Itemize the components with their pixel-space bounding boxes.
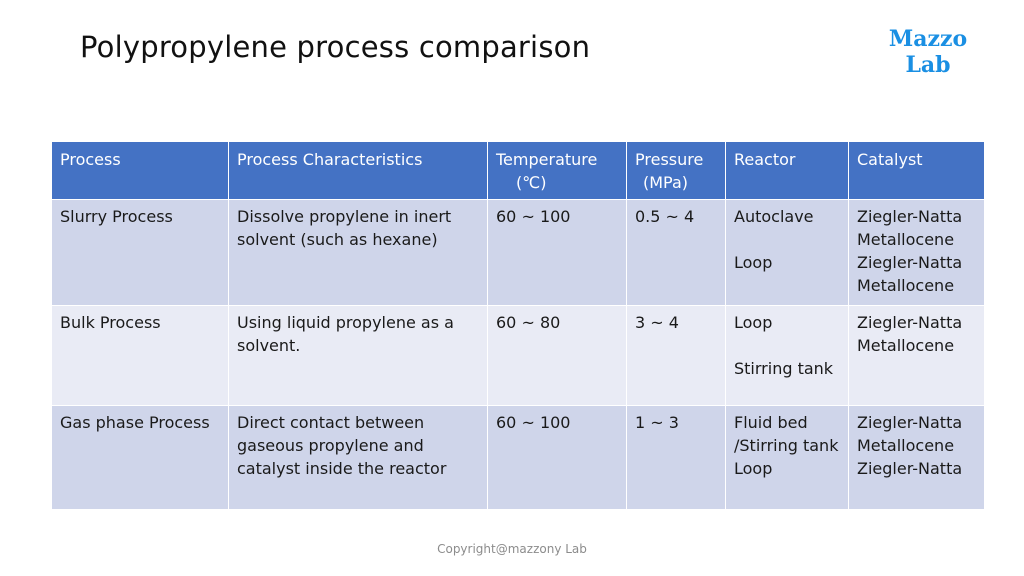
header-temperature-label: Temperature <box>496 150 598 169</box>
mazzo-lab-logo: Mazzo Lab <box>868 26 988 78</box>
cell-catalyst: Ziegler-Natta Metallocene Ziegler-Natta <box>848 405 985 510</box>
header-reactor: Reactor <box>725 141 849 200</box>
header-catalyst: Catalyst <box>848 141 985 200</box>
catalyst-line: Metallocene <box>857 230 955 249</box>
reactor-line: Autoclave <box>734 207 814 226</box>
reactor-line: Loop <box>734 459 773 478</box>
logo-line-1: Mazzo <box>888 26 968 52</box>
cell-temperature: 60 ~ 100 <box>487 199 627 306</box>
cell-pressure: 0.5 ~ 4 <box>626 199 726 306</box>
table-row: Gas phase Process Direct contact between… <box>51 405 985 510</box>
reactor-line: Loop <box>734 253 773 272</box>
cell-temperature: 60 ~ 100 <box>487 405 627 510</box>
cell-process: Slurry Process <box>51 199 229 306</box>
header-pressure-unit: (MPa) <box>643 173 689 192</box>
reactor-line: Loop <box>734 313 773 332</box>
header-process: Process <box>51 141 229 200</box>
cell-pressure: 1 ~ 3 <box>626 405 726 510</box>
catalyst-line: Ziegler-Natta <box>857 253 963 272</box>
header-pressure: Pressure (MPa) <box>626 141 726 200</box>
logo-line-2: Lab <box>905 52 951 78</box>
catalyst-line: Metallocene <box>857 336 955 355</box>
cell-temperature: 60 ~ 80 <box>487 305 627 406</box>
catalyst-line: Ziegler-Natta <box>857 313 963 332</box>
reactor-line: /Stirring tank <box>734 436 839 455</box>
catalyst-line: Ziegler-Natta <box>857 207 963 226</box>
cell-reactor: Autoclave Loop <box>725 199 849 306</box>
catalyst-line: Ziegler-Natta <box>857 413 963 432</box>
header-temperature-unit: (℃) <box>516 173 547 192</box>
cell-catalyst: Ziegler-Natta Metallocene Ziegler-Natta … <box>848 199 985 306</box>
header-pressure-label: Pressure <box>635 150 704 169</box>
header-temperature: Temperature (℃) <box>487 141 627 200</box>
reactor-line: Stirring tank <box>734 359 834 378</box>
process-comparison-table: Process Process Characteristics Temperat… <box>51 141 985 510</box>
reactor-line: Fluid bed <box>734 413 808 432</box>
page-title: Polypropylene process comparison <box>80 30 591 64</box>
table-row: Slurry Process Dissolve propylene in ine… <box>51 199 985 306</box>
cell-process: Bulk Process <box>51 305 229 406</box>
catalyst-line: Ziegler-Natta <box>857 459 963 478</box>
cell-pressure: 3 ~ 4 <box>626 305 726 406</box>
catalyst-line: Metallocene <box>857 276 955 295</box>
table-row: Bulk Process Using liquid propylene as a… <box>51 305 985 406</box>
table-header-row: Process Process Characteristics Temperat… <box>51 141 985 200</box>
cell-characteristics: Direct contact between gaseous propylene… <box>228 405 488 510</box>
catalyst-line: Metallocene <box>857 436 955 455</box>
cell-reactor: Fluid bed /Stirring tank Loop <box>725 405 849 510</box>
cell-process: Gas phase Process <box>51 405 229 510</box>
cell-characteristics: Dissolve propylene in inert solvent (suc… <box>228 199 488 306</box>
cell-characteristics: Using liquid propylene as a solvent. <box>228 305 488 406</box>
cell-catalyst: Ziegler-Natta Metallocene <box>848 305 985 406</box>
cell-reactor: Loop Stirring tank <box>725 305 849 406</box>
header-characteristics: Process Characteristics <box>228 141 488 200</box>
copyright-footer: Copyright@mazzony Lab <box>437 542 587 556</box>
